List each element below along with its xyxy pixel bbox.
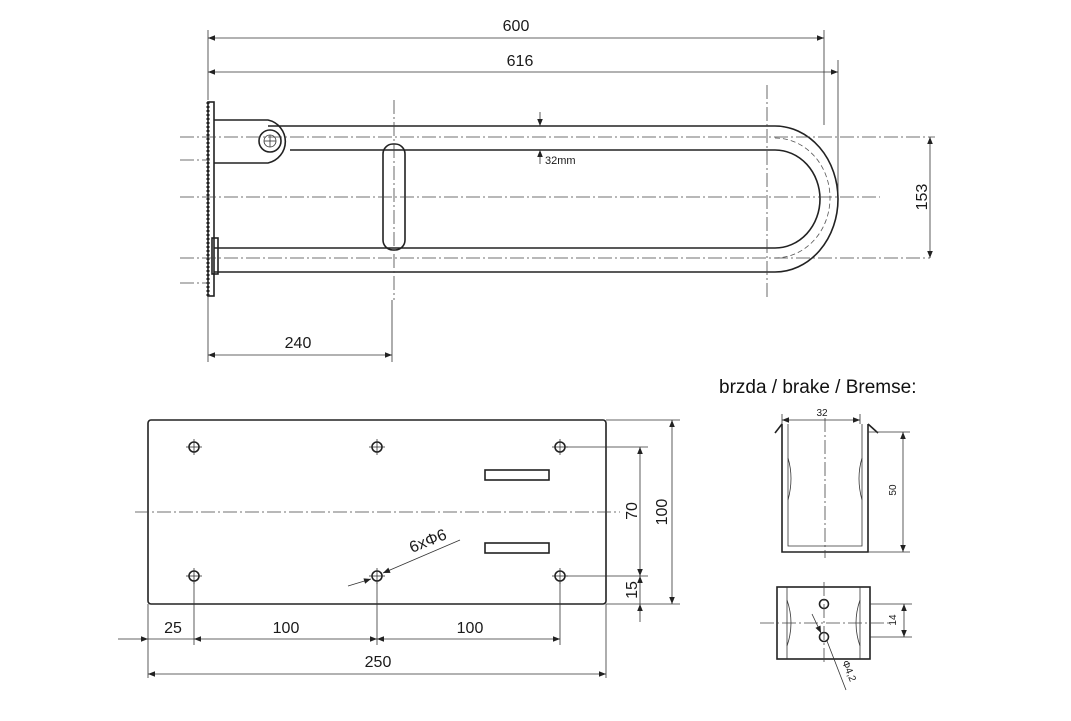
base-plate-view: 6xΦ6 70 15 100 25 100 100 250 bbox=[118, 419, 680, 678]
dim-100-left: 100 bbox=[273, 620, 300, 637]
hole bbox=[186, 568, 202, 584]
slot-lower bbox=[484, 542, 550, 554]
pivot-bolt bbox=[258, 129, 282, 153]
dim-32mm: 32mm bbox=[545, 155, 576, 167]
brake-detail: brzda / brake / Bremse: 32 50 bbox=[719, 377, 916, 691]
dim-240: 240 bbox=[285, 335, 312, 352]
brake-dim-50: 50 bbox=[888, 484, 899, 496]
hole bbox=[369, 568, 385, 584]
tube-bend-inner bbox=[774, 149, 821, 249]
dim-600: 600 bbox=[503, 18, 530, 35]
dim-25: 25 bbox=[164, 620, 182, 637]
hole bbox=[186, 439, 202, 455]
mounting-holes bbox=[186, 439, 568, 584]
dim-153: 153 bbox=[914, 184, 931, 211]
slot-upper bbox=[484, 469, 550, 481]
brake-dim-32: 32 bbox=[816, 408, 828, 419]
dim-100-vertical: 100 bbox=[654, 499, 671, 526]
brake-dim-14: 14 bbox=[888, 614, 899, 626]
brake-front-view: 32 50 bbox=[774, 408, 910, 558]
holes-label: 6xΦ6 bbox=[407, 526, 449, 556]
brake-title: brzda / brake / Bremse: bbox=[719, 377, 916, 398]
support-foot bbox=[211, 237, 219, 275]
side-view: 600 616 153 32mm 240 bbox=[180, 18, 935, 362]
mounting-bracket bbox=[214, 119, 287, 164]
tube-bend-outer bbox=[774, 125, 839, 273]
hole bbox=[369, 439, 385, 455]
hole bbox=[552, 439, 568, 455]
hole bbox=[552, 568, 568, 584]
dim-616: 616 bbox=[507, 53, 534, 70]
dim-70: 70 bbox=[624, 502, 641, 520]
dim-15: 15 bbox=[624, 581, 641, 599]
dim-100-right: 100 bbox=[457, 620, 484, 637]
dim-250: 250 bbox=[365, 654, 392, 671]
brake-top-view: 14 Φ4,2 bbox=[760, 582, 912, 691]
